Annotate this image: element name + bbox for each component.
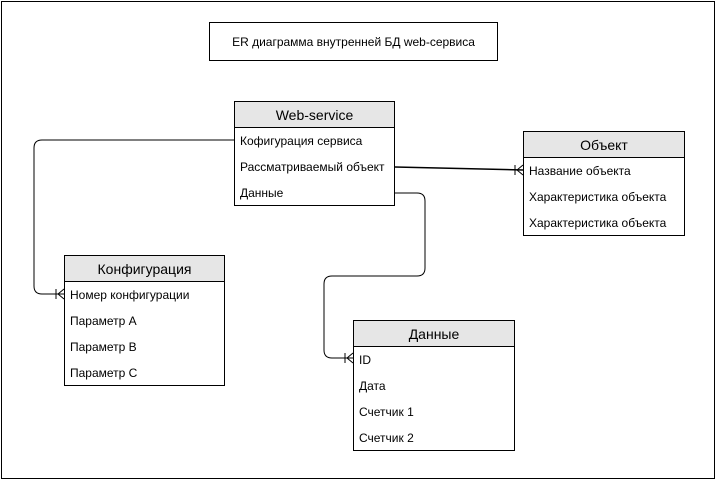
field-id: ID	[359, 353, 371, 367]
entity-object[interactable]: Объект Название объекта Характеристика о…	[523, 131, 685, 236]
entity-header: Конфигурация	[65, 256, 224, 282]
entity-header: Объект	[524, 132, 684, 158]
field-parameter-c: Параметр C	[70, 366, 138, 380]
field-object-name: Название объекта	[529, 164, 631, 178]
field-target-object: Рассматриваемый объект	[240, 160, 385, 174]
entity-header: Данные	[354, 321, 514, 347]
entity-data[interactable]: Данные ID Дата Счетчик 1 Счетчик 2	[353, 320, 515, 451]
field-object-characteristic: Характеристика объекта	[529, 190, 667, 204]
field-data: Данные	[240, 186, 284, 200]
field-date: Дата	[359, 379, 386, 393]
field-counter-1: Счетчик 1	[359, 405, 414, 419]
field-counter-2: Счетчик 2	[359, 431, 414, 445]
entity-header: Web-service	[235, 102, 394, 128]
field-parameter-a: Параметр A	[70, 314, 137, 328]
diagram-title: ER диаграмма внутренней БД web-сервиса	[209, 22, 498, 61]
field-object-characteristic: Характеристика объекта	[529, 216, 667, 230]
entity-webservice[interactable]: Web-service Кофигурация сервиса Рассматр…	[234, 101, 395, 206]
field-service-config: Кофигурация сервиса	[240, 134, 363, 148]
field-parameter-b: Параметр B	[70, 340, 137, 354]
field-config-number: Номер конфигурации	[70, 288, 190, 302]
entity-configuration[interactable]: Конфигурация Номер конфигурации Параметр…	[64, 255, 225, 386]
diagram-title-text: ER диаграмма внутренней БД web-сервиса	[232, 34, 475, 49]
